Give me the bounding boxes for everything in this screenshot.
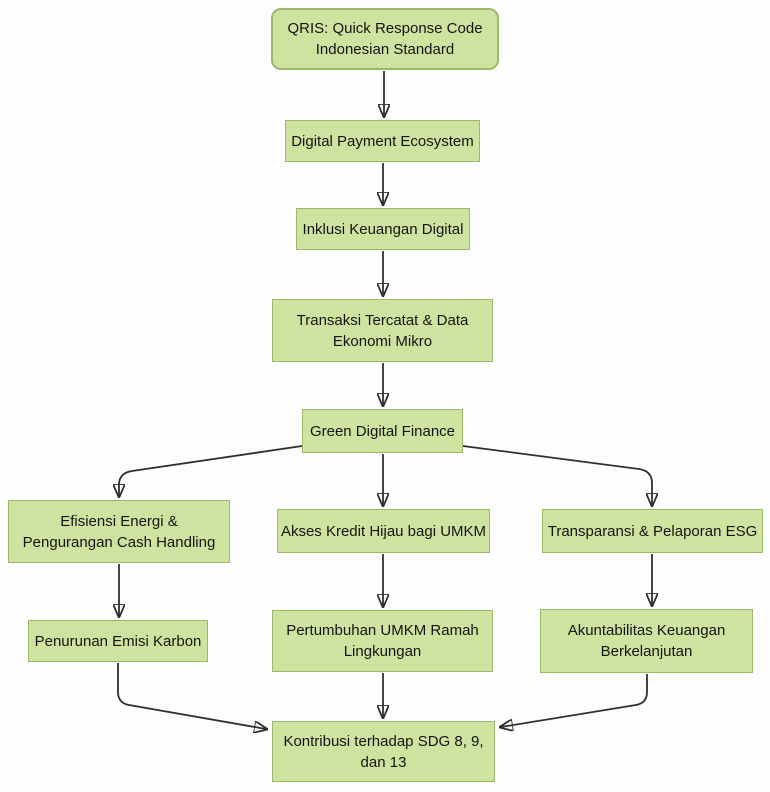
edge-green-finance-transparansi xyxy=(462,445,652,505)
node-inklusi-keuangan-digital: Inklusi Keuangan Digital xyxy=(296,208,470,250)
node-transaksi-tercatat: Transaksi Tercatat & Data Ekonomi Mikro xyxy=(272,299,493,362)
node-efisiensi-energi: Efisiensi Energi & Pengurangan Cash Hand… xyxy=(8,500,230,563)
node-pertumbuhan-umkm: Pertumbuhan UMKM Ramah Lingkungan xyxy=(272,610,493,672)
node-akses-kredit-hijau: Akses Kredit Hijau bagi UMKM xyxy=(277,509,490,553)
node-transparansi-esg: Transparansi & Pelaporan ESG xyxy=(542,509,763,553)
edge-akuntabilitas-kontribusi xyxy=(501,674,648,727)
edge-green-finance-efisiensi xyxy=(119,445,303,496)
node-green-digital-finance: Green Digital Finance xyxy=(302,409,463,453)
node-digital-payment-ecosystem: Digital Payment Ecosystem xyxy=(285,120,480,162)
node-qris: QRIS: Quick Response Code Indonesian Sta… xyxy=(271,8,499,70)
node-akuntabilitas-keuangan: Akuntabilitas Keuangan Berkelanjutan xyxy=(540,609,753,673)
node-kontribusi-sdg: Kontribusi terhadap SDG 8, 9, dan 13 xyxy=(272,721,495,782)
edge-penurunan-kontribusi xyxy=(117,663,266,729)
node-penurunan-emisi-karbon: Penurunan Emisi Karbon xyxy=(28,620,208,662)
